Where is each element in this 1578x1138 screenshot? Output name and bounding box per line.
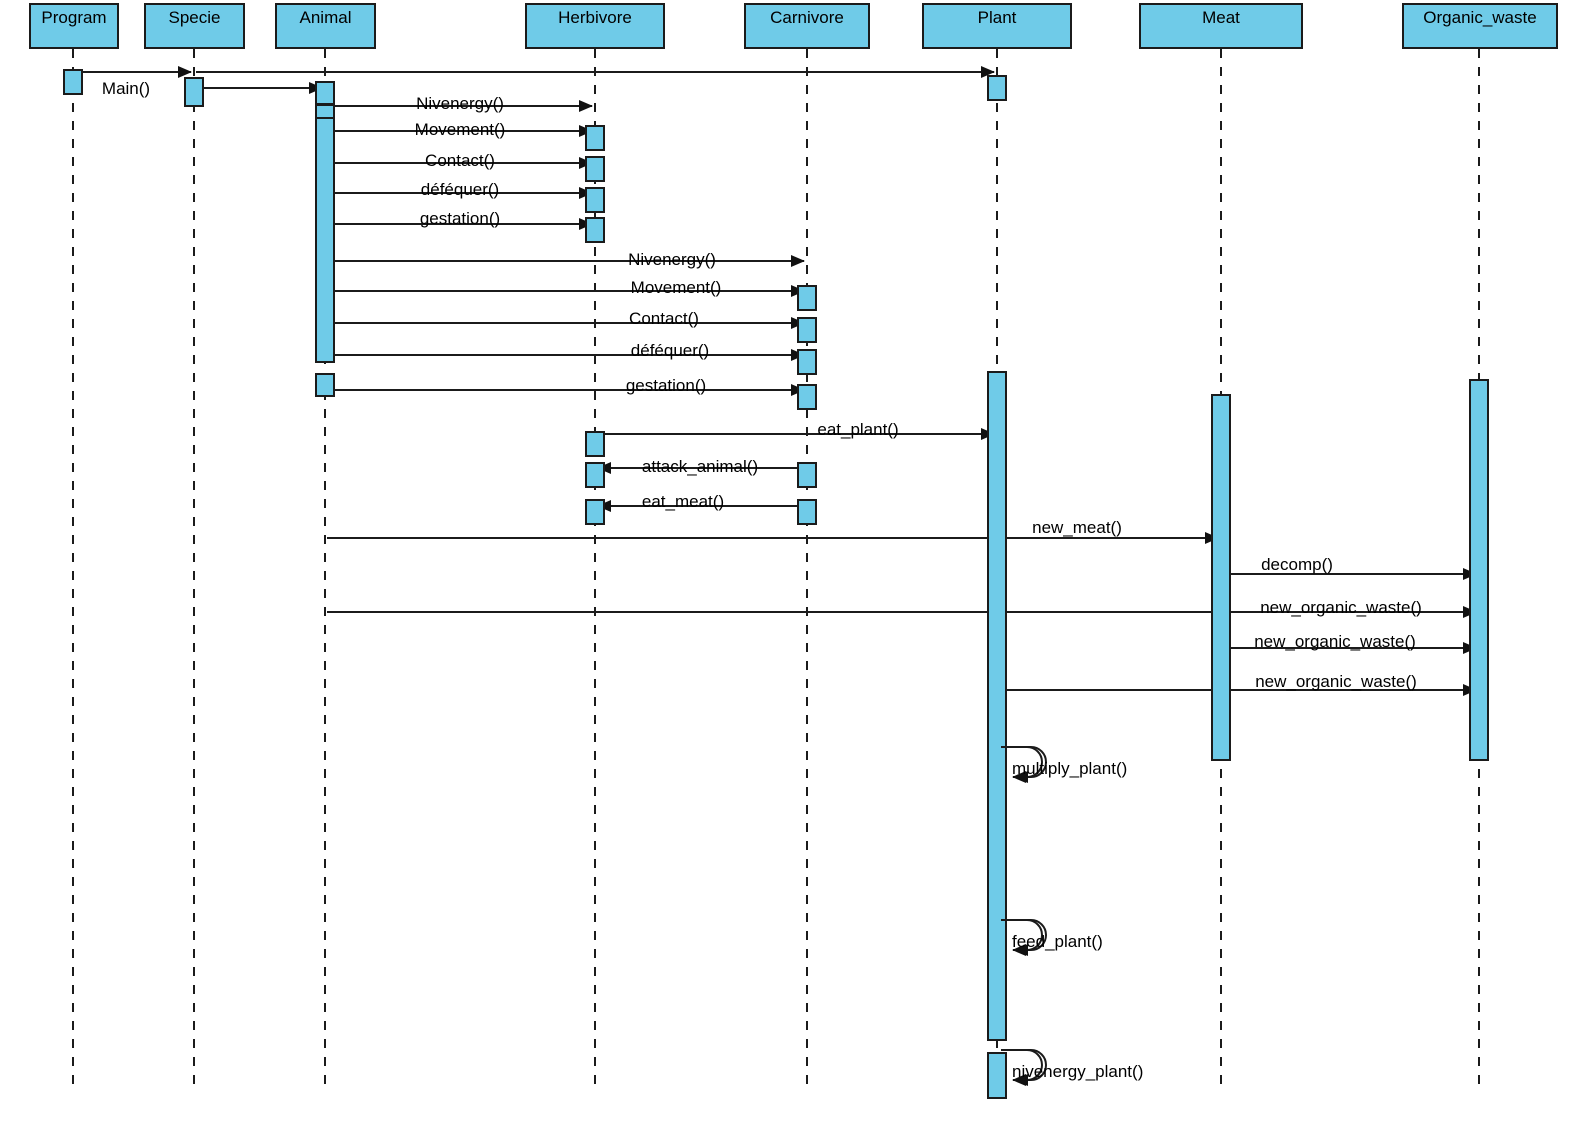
lifeline-header-label: Organic_waste xyxy=(1423,8,1537,27)
message-label-multiply_plant: multiply_plant() xyxy=(1012,759,1128,778)
lifeline-header-plant[interactable]: Plant xyxy=(922,3,1072,49)
activation-bar-herbivore xyxy=(585,431,605,457)
message-label-eat_meat: eat_meat() xyxy=(641,492,725,511)
message-label-déféquer: déféquer() xyxy=(630,341,710,360)
activation-bar-carnivore xyxy=(797,384,817,410)
activation-bar-herbivore xyxy=(585,187,605,213)
message-label-feed_plant: feed_plant() xyxy=(1012,932,1103,951)
message-label-gestation: gestation() xyxy=(625,376,707,395)
lifeline-header-label: Program xyxy=(41,8,107,27)
lifeline-header-meat[interactable]: Meat xyxy=(1139,3,1303,49)
activation-bar-herbivore xyxy=(585,217,605,243)
activation-bar-herbivore xyxy=(585,125,605,151)
message-label-attack_animal: attack_animal() xyxy=(641,457,759,476)
message-label-Main: Main() xyxy=(101,79,151,98)
lifeline-header-organic_waste[interactable]: Organic_waste xyxy=(1402,3,1558,49)
message-label-Movement: Movement() xyxy=(414,120,506,139)
activation-bar-animal xyxy=(315,373,335,397)
activation-bars xyxy=(63,69,1489,1099)
activation-bar-meat xyxy=(1211,394,1231,761)
lifeline-header-label: Meat xyxy=(1202,8,1240,27)
self-message-multiply_plant xyxy=(1001,746,1047,783)
self-message-nivenergy_plant xyxy=(1001,1049,1047,1086)
lifeline-header-label: Herbivore xyxy=(558,8,632,27)
self-message-arrow-nivenergy_plant xyxy=(1001,1049,1043,1086)
activation-bar-carnivore xyxy=(797,317,817,343)
activation-bar-plant xyxy=(987,371,1007,1041)
message-label-nivenergy_plant: nivenergy_plant() xyxy=(1012,1062,1144,1081)
message-arrows xyxy=(75,66,1477,1086)
activation-bar-herbivore xyxy=(585,462,605,488)
self-message-feed_plant xyxy=(1001,919,1047,956)
activation-bar-carnivore xyxy=(797,462,817,488)
message-label-Contact: Contact() xyxy=(425,151,495,170)
lifeline-header-specie[interactable]: Specie xyxy=(144,3,245,49)
message-label-decomp: decomp() xyxy=(1261,555,1333,574)
message-label-new_organic_waste: new_organic_waste() xyxy=(1254,632,1416,651)
message-label-eat_plant: eat_plant() xyxy=(817,420,899,439)
activation-bar-carnivore xyxy=(797,285,817,311)
activation-bar-carnivore xyxy=(797,499,817,525)
lifeline-header-animal[interactable]: Animal xyxy=(275,3,376,49)
self-message-arrow-feed_plant xyxy=(1001,919,1043,956)
activation-bar-herbivore xyxy=(585,499,605,525)
message-label-new_meat: new_meat() xyxy=(1032,518,1122,537)
lifeline-header-program[interactable]: Program xyxy=(29,3,119,49)
activation-bar-specie xyxy=(184,77,204,107)
activation-bar-plant xyxy=(987,1052,1007,1099)
message-label-new_organic_waste: new_organic_waste() xyxy=(1255,672,1417,691)
lifeline-header-label: Plant xyxy=(977,8,1017,27)
message-label-Nivenergy: Nivenergy() xyxy=(628,250,716,269)
activation-bar-herbivore xyxy=(585,156,605,182)
activation-bar-organic_waste xyxy=(1469,379,1489,761)
message-label-Movement: Movement() xyxy=(630,278,722,297)
lifeline-header-carnivore[interactable]: Carnivore xyxy=(744,3,870,49)
lifeline-header-label: Carnivore xyxy=(770,8,844,27)
message-label-gestation: gestation() xyxy=(419,209,501,228)
message-label-Nivenergy: Nivenergy() xyxy=(416,94,504,113)
activation-bar-animal xyxy=(315,81,335,105)
activation-bar-animal xyxy=(315,117,335,363)
message-label-new_organic_waste: new_organic_waste() xyxy=(1260,598,1422,617)
activation-bar-program xyxy=(63,69,83,95)
message-label-Contact: Contact() xyxy=(629,309,699,328)
activation-bar-carnivore xyxy=(797,349,817,375)
message-label-déféquer: déféquer() xyxy=(420,180,500,199)
lifeline-header-label: Animal xyxy=(299,8,352,27)
self-message-arrow-multiply_plant xyxy=(1001,746,1043,783)
lifeline-header-label: Specie xyxy=(168,8,221,27)
activation-bar-plant xyxy=(987,75,1007,101)
lifeline-header-herbivore[interactable]: Herbivore xyxy=(525,3,665,49)
